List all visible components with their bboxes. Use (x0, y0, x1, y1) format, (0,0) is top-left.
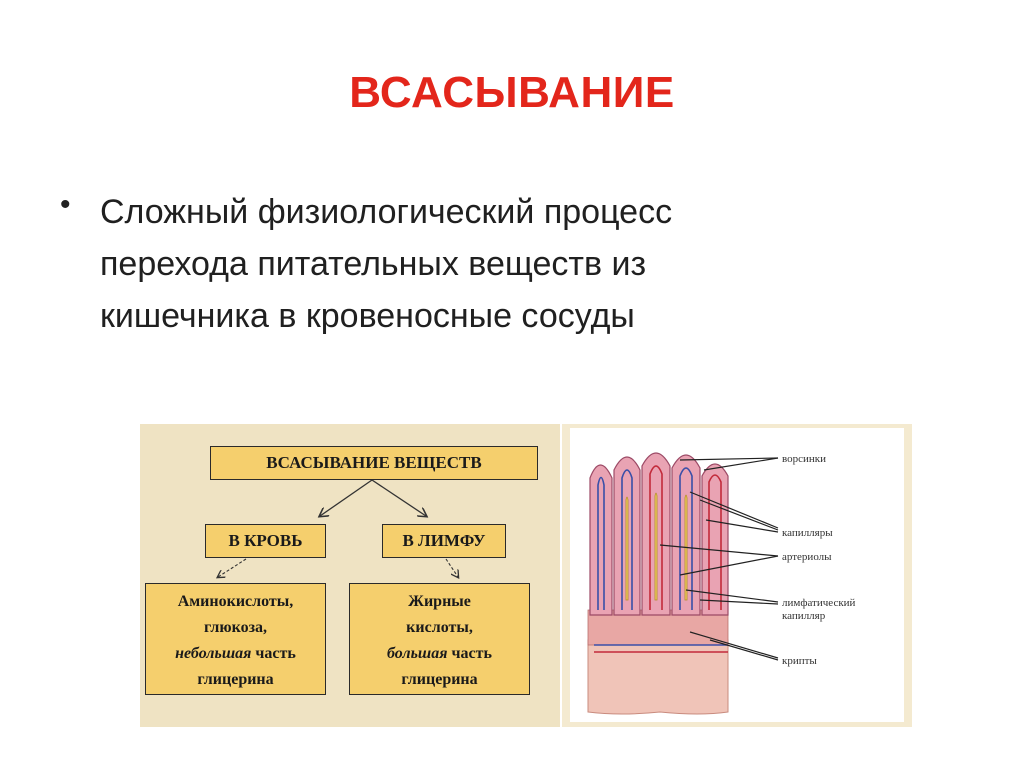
villus-1 (589, 464, 613, 616)
label-capillaries: капилляры (782, 527, 833, 539)
to-blood-box: В КРОВЬ (205, 524, 326, 558)
lymph-item-line-3: большая часть (350, 641, 529, 667)
definition-line-1: Сложный физиологический процесс (100, 193, 673, 231)
arrow-lymph-items (445, 558, 458, 577)
lymph-item-part: часть (447, 645, 492, 662)
to-lymph-box: В ЛИМФУ (382, 524, 506, 558)
arrow-to-lymph (371, 479, 426, 516)
label-arterioles: артериолы (782, 551, 832, 563)
label-crypts: крипты (782, 655, 817, 667)
lymph-substances-box: Жирные кислоты, большая часть глицерина (349, 583, 530, 695)
blood-item-part: часть (251, 645, 296, 662)
bullet-marker: • (60, 188, 71, 221)
lymph-item-emphasis: большая (387, 645, 448, 662)
blood-vessels (594, 465, 728, 653)
blood-item-line-4: глицерина (197, 671, 274, 688)
blood-substances-box: Аминокислоты, глюкоза, небольшая часть г… (145, 583, 326, 695)
villi-group (589, 452, 729, 616)
lymph-item-line-1: Жирные (408, 593, 471, 610)
intestinal-wall-base (587, 639, 729, 715)
absorption-root-box: ВСАСЫВАНИЕ ВЕЩЕСТВ (210, 446, 538, 480)
blood-item-line-2: глюкоза, (203, 619, 268, 636)
slide-title: ВСАСЫВАНИЕ (349, 68, 675, 117)
blood-item-line-3: небольшая часть (146, 641, 325, 667)
blood-item-line-1: Аминокислоты, (177, 593, 294, 610)
blood-item-emphasis: небольшая (175, 645, 252, 662)
label-lymph-capillary-2: капилляр (782, 610, 826, 622)
leader-lines (659, 457, 779, 661)
label-lymph-capillary-1: лимфатический (782, 597, 856, 609)
arrow-blood-items (218, 558, 247, 577)
lymph-item-line-4: глицерина (401, 671, 478, 688)
lymph-item-line-2: кислоты, (406, 619, 473, 636)
label-villi: ворсинки (782, 453, 826, 465)
arrow-to-blood (320, 479, 373, 516)
definition-line-3: кишечника в кровеносные сосуды (100, 297, 635, 335)
definition-text: Сложный физиологический процесс перехода… (100, 186, 960, 342)
definition-line-2: перехода питательных веществ из (100, 245, 647, 283)
